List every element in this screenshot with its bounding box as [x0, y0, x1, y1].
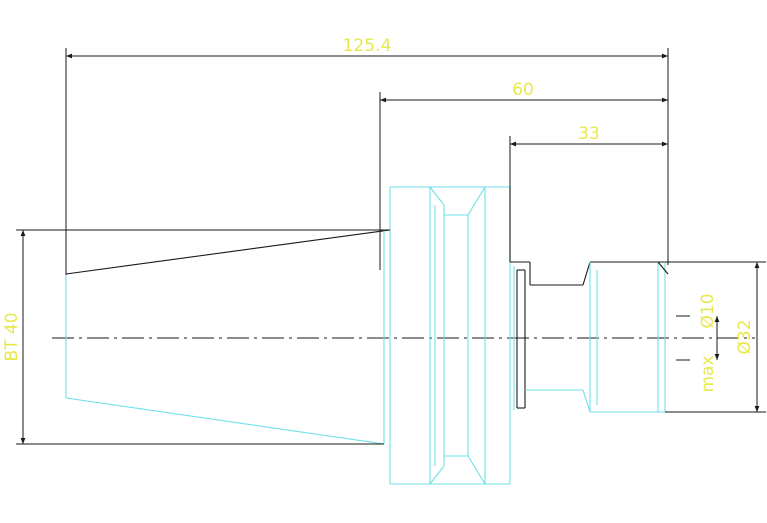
- dimension-flange-to-end: 60: [379, 80, 668, 270]
- end-diameter-label: Ø32: [735, 319, 755, 354]
- dimension-bore: max Ø10: [676, 293, 720, 393]
- taper-size-label: BT 40: [2, 312, 22, 361]
- neck-to-end-label: 33: [578, 124, 600, 144]
- dimension-end-diameter: Ø32: [665, 261, 766, 413]
- flange-to-end-label: 60: [512, 80, 534, 100]
- overall-length-label: 125.4: [343, 36, 392, 56]
- bore-max-label: max: [698, 355, 718, 392]
- taper-shank: [65, 229, 391, 445]
- flange-collar: [389, 186, 511, 485]
- dimension-overall-length: 125.4: [65, 36, 669, 275]
- bore-diameter-label: Ø10: [698, 293, 718, 328]
- dimension-neck-to-end: 33: [509, 124, 668, 187]
- dimension-taper-size: BT 40: [2, 229, 390, 445]
- retention-neck: [509, 187, 669, 413]
